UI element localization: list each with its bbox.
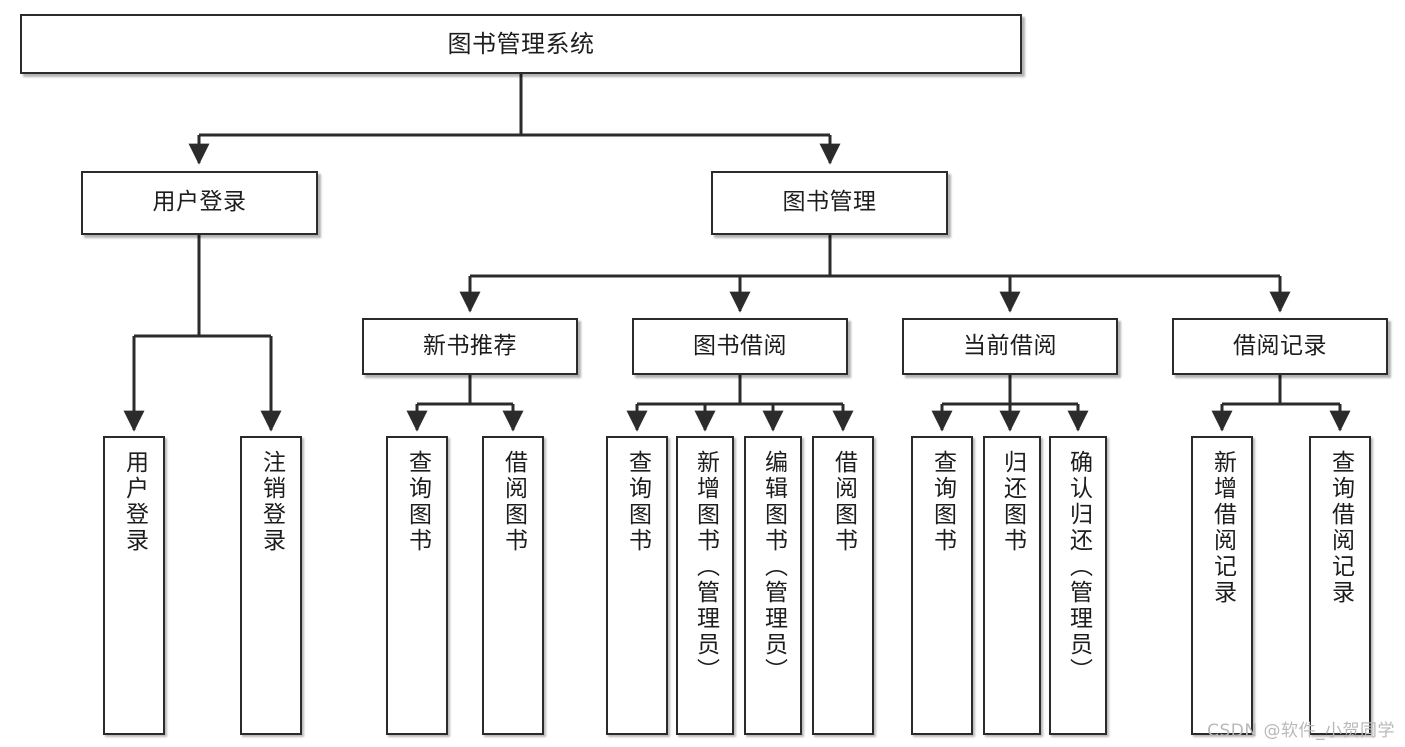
leaf-add-book-label: 新增图书（管理员） <box>692 450 719 684</box>
leaf-confirm-return[interactable]: 确认归还（管理员） <box>1049 436 1107 735</box>
leaf-edit-book-label: 编辑图书（管理员） <box>760 450 787 684</box>
leaf-query-borrow-record-label: 查询借阅记录 <box>1327 450 1354 606</box>
node-root[interactable]: 图书管理系统 <box>20 14 1022 74</box>
leaf-return-book-label: 归还图书 <box>999 450 1026 554</box>
node-borrow-record[interactable]: 借阅记录 <box>1172 318 1388 375</box>
leaf-borrow-book-2-label: 借阅图书 <box>830 450 857 554</box>
leaf-return-book[interactable]: 归还图书 <box>983 436 1041 735</box>
leaf-query-book-2[interactable]: 查询图书 <box>606 436 668 735</box>
node-root-label: 图书管理系统 <box>447 29 595 58</box>
node-user-login-label: 用户登录 <box>152 189 247 216</box>
leaf-query-book-3-label: 查询图书 <box>929 450 956 554</box>
node-book-borrow-label: 图书借阅 <box>693 332 787 359</box>
leaf-query-borrow-record[interactable]: 查询借阅记录 <box>1309 436 1371 735</box>
node-new-book-recommend-label: 新书推荐 <box>423 332 517 359</box>
leaf-confirm-return-label: 确认归还（管理员） <box>1065 450 1092 684</box>
leaf-user-logout[interactable]: 注销登录 <box>240 436 302 735</box>
node-borrow-record-label: 借阅记录 <box>1233 332 1327 359</box>
leaf-user-login-label: 用户登录 <box>121 450 148 554</box>
leaf-user-logout-label: 注销登录 <box>258 450 285 554</box>
leaf-query-book-1[interactable]: 查询图书 <box>386 436 448 735</box>
node-book-borrow[interactable]: 图书借阅 <box>632 318 848 375</box>
node-book-manage-label: 图书管理 <box>782 189 877 216</box>
node-current-borrow[interactable]: 当前借阅 <box>902 318 1118 375</box>
node-book-manage[interactable]: 图书管理 <box>711 171 948 235</box>
leaf-edit-book[interactable]: 编辑图书（管理员） <box>744 436 802 735</box>
watermark: CSDN @软件_小贺同学 <box>1207 721 1395 741</box>
leaf-add-borrow-record-label: 新增借阅记录 <box>1209 450 1236 606</box>
node-current-borrow-label: 当前借阅 <box>963 332 1057 359</box>
node-user-login[interactable]: 用户登录 <box>81 171 318 235</box>
leaf-add-book[interactable]: 新增图书（管理员） <box>676 436 734 735</box>
leaf-query-book-3[interactable]: 查询图书 <box>911 436 973 735</box>
node-new-book-recommend[interactable]: 新书推荐 <box>362 318 578 375</box>
leaf-borrow-book-1-label: 借阅图书 <box>500 450 527 554</box>
leaf-user-login[interactable]: 用户登录 <box>103 436 165 735</box>
leaf-borrow-book-2[interactable]: 借阅图书 <box>812 436 874 735</box>
leaf-query-book-2-label: 查询图书 <box>624 450 651 554</box>
leaf-borrow-book-1[interactable]: 借阅图书 <box>482 436 544 735</box>
leaf-add-borrow-record[interactable]: 新增借阅记录 <box>1191 436 1253 735</box>
leaf-query-book-1-label: 查询图书 <box>404 450 431 554</box>
